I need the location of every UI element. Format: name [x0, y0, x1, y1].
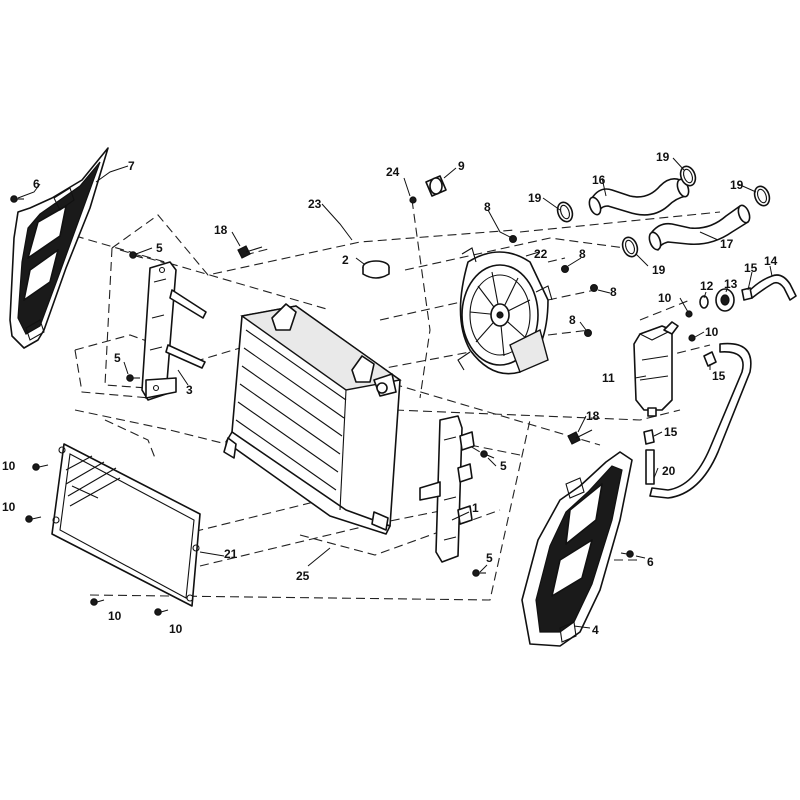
- callout-19-c: 19: [652, 263, 666, 277]
- washer-12: [699, 295, 709, 309]
- screw-10-grille-b: [25, 515, 42, 523]
- nut-8-c: [589, 284, 598, 293]
- callout-3: 3: [186, 383, 193, 397]
- nut-8-a: [509, 235, 518, 244]
- hose-clamp-19-c: [621, 236, 639, 258]
- callout-19-d: 19: [730, 178, 744, 192]
- callout-5-mid-right: 5: [500, 459, 507, 473]
- o-ring: [409, 196, 417, 204]
- callout-16: 16: [592, 173, 606, 187]
- screw-10-grille-a: [32, 463, 49, 471]
- callout-12: 12: [700, 279, 714, 293]
- callout-19-a: 19: [528, 191, 542, 205]
- callout-18-top: 18: [214, 223, 228, 237]
- callout-25: 25: [296, 569, 310, 583]
- bolt-10-tank-a: [685, 310, 693, 318]
- callout-5-mid-left: 5: [114, 351, 121, 365]
- callout-10-grille-b: 10: [2, 500, 16, 514]
- radiator-fitting: [425, 175, 447, 197]
- callout-8-a: 8: [484, 200, 491, 214]
- radiator: [223, 303, 402, 535]
- radiator-grille: [51, 443, 201, 607]
- callout-1: 1: [472, 501, 479, 515]
- screw-5-mid-left: [126, 374, 140, 382]
- callout-6-right: 6: [647, 555, 654, 569]
- hose-clamp-19-d: [753, 185, 771, 207]
- lower-hose: [648, 204, 751, 251]
- right-radiator-bracket: [419, 415, 475, 563]
- callout-8-d: 8: [569, 313, 576, 327]
- callout-20: 20: [662, 464, 676, 478]
- callout-19-b: 19: [656, 150, 670, 164]
- screw-10-grille-c: [90, 598, 105, 606]
- callout-10-grille-c: 10: [108, 609, 122, 623]
- callout-leader-lines: [17, 157, 773, 629]
- callout-15-right: 15: [712, 369, 726, 383]
- callout-21: 21: [224, 547, 238, 561]
- screw-5-mid-right: [480, 450, 495, 459]
- left-radiator-bracket: [141, 261, 207, 401]
- bolt-18-right: [567, 429, 593, 445]
- callout-8-c: 8: [610, 285, 617, 299]
- fitting-15-right: [703, 351, 717, 367]
- hose-clamp-19-a: [556, 201, 574, 223]
- screw-5-top-left: [129, 251, 144, 259]
- screw-10-grille-d: [154, 608, 169, 616]
- reservoir-hose: [645, 342, 752, 499]
- callout-17: 17: [720, 237, 734, 251]
- callout-11: 11: [602, 371, 615, 385]
- right-side-shroud: [521, 451, 633, 647]
- bolt-18-top: [237, 245, 263, 259]
- callout-14: 14: [764, 254, 778, 268]
- upper-hose: [588, 178, 690, 216]
- callout-22: 22: [534, 247, 548, 261]
- hose-clamp-19-b: [679, 165, 697, 187]
- screw-6-right: [620, 550, 634, 558]
- fitting-15-top: [741, 287, 753, 301]
- callout-10-tank-top: 10: [658, 291, 672, 305]
- bolt-10-tank-b: [688, 334, 696, 342]
- coolant-reservoir: [633, 321, 679, 417]
- callout-13: 13: [724, 277, 738, 291]
- callout-18-right: 18: [586, 409, 600, 423]
- fitting-15-bottom: [643, 429, 655, 445]
- callout-6-left: 6: [33, 177, 40, 191]
- callout-5-top-left: 5: [156, 241, 163, 255]
- callout-2: 2: [342, 253, 349, 267]
- callout-4: 4: [592, 623, 599, 637]
- nut-8-d: [583, 329, 592, 338]
- grommet-13: [715, 288, 735, 312]
- callout-9: 9: [458, 159, 465, 173]
- nut-8-b: [560, 265, 569, 274]
- callout-23: 23: [308, 197, 322, 211]
- callout-5-bottom-right: 5: [486, 551, 493, 565]
- radiator-cap: [362, 260, 390, 279]
- overflow-tube: [747, 274, 797, 301]
- callout-15-top: 15: [744, 261, 758, 275]
- callout-15-bottom: 15: [664, 425, 678, 439]
- callout-24: 24: [386, 165, 400, 179]
- callout-labels: 1 2 3 4 5 5 5 5 6 6 7 8 8 8 8 9 10 10 10…: [2, 150, 778, 637]
- callout-7: 7: [128, 159, 135, 173]
- callout-10-grille-a: 10: [2, 459, 16, 473]
- callout-10-tank-side: 10: [705, 325, 719, 339]
- left-side-shroud: [9, 147, 109, 349]
- callout-8-b: 8: [579, 247, 586, 261]
- callout-10-grille-d: 10: [169, 622, 183, 636]
- screw-5-bottom-right: [472, 569, 486, 577]
- cooling-fan: [457, 247, 553, 375]
- screw-6-left: [10, 195, 24, 203]
